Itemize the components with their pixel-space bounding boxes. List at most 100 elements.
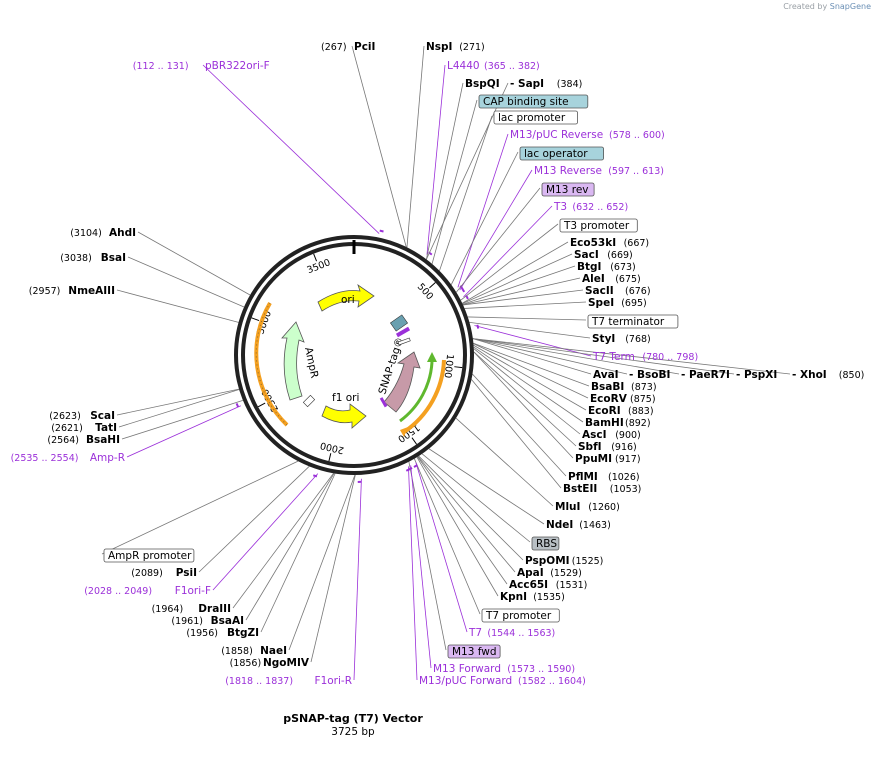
- site-position: (2957): [29, 286, 61, 297]
- feature-box: [531, 536, 560, 551]
- leader-line: [462, 277, 581, 306]
- leader-line: [455, 187, 541, 293]
- feature-box: [447, 644, 501, 659]
- leader-line: [457, 133, 509, 288]
- feature-name: T7 terminator: [591, 316, 665, 328]
- primer-name: F1ori-F: [175, 585, 211, 597]
- site-m13-fwd: M13 fwd: [447, 644, 501, 659]
- leader-line: [116, 388, 240, 416]
- enzyme-name: NdeI: [546, 519, 573, 531]
- site-sacii: SacII(676): [585, 285, 651, 297]
- green-orf-arrowhead: [427, 352, 437, 362]
- enzyme-name: PciI: [354, 41, 375, 53]
- ampr-label: AmpR: [302, 346, 320, 379]
- enzyme-name: SbfI: [578, 441, 602, 453]
- enzyme-name: AleI: [582, 273, 605, 285]
- site-spei: SpeI(695): [588, 297, 647, 309]
- site-t3: T3(632 .. 652): [553, 201, 628, 213]
- leader-line: [353, 478, 362, 681]
- site-apai: ApaI(1529): [517, 567, 582, 579]
- site-ecori: EcoRI(883): [588, 405, 654, 417]
- enzyme-name: KpnI: [500, 591, 527, 603]
- leader-lines: [101, 45, 791, 681]
- site-position: (673): [610, 262, 636, 273]
- ampr-arrow: [281, 321, 305, 401]
- site-position: (2621): [51, 423, 83, 434]
- site-asci: AscI(900): [582, 429, 641, 441]
- enzyme-name: BspQI: [465, 78, 500, 90]
- site-bspqi: BspQI: [465, 78, 500, 90]
- leader-line: [473, 342, 590, 387]
- site-bsabi: BsaBI(873): [591, 381, 657, 393]
- site-bsaai: BsaAI(1961): [171, 615, 244, 627]
- leader-line: [202, 64, 380, 234]
- site-position: (917): [615, 454, 641, 465]
- leader-line: [472, 338, 592, 375]
- site-position: (3038): [60, 253, 92, 264]
- leader-line: [413, 458, 481, 615]
- scale-tick: [328, 453, 332, 462]
- feature-name: RBS: [536, 538, 557, 550]
- leader-line: [472, 338, 791, 375]
- site-position: (1964): [152, 604, 184, 615]
- primer-name: Amp-R: [90, 452, 125, 464]
- leader-line: [471, 379, 562, 489]
- site-position: (2028 .. 2049): [84, 586, 152, 597]
- site-position: (676): [625, 286, 651, 297]
- feature-box: [559, 218, 638, 233]
- ori-arrow: [317, 283, 375, 312]
- enzyme-name: ScaI: [90, 410, 115, 422]
- feature-box: [587, 314, 679, 329]
- site-ecorv: EcoRV(875): [590, 393, 656, 405]
- site-sapi: - SapI(384): [510, 78, 582, 90]
- enzyme-name: PpuMI: [575, 453, 612, 465]
- leader-line: [474, 325, 592, 357]
- leader-line: [415, 462, 468, 633]
- ampr-promoter-mark: [302, 394, 316, 408]
- enzyme-name: BtgI: [577, 261, 601, 273]
- snap-orf-arrowhead: [400, 427, 408, 437]
- enzyme-name: - PaeR7I: [681, 369, 730, 381]
- enzyme-name: EcoRV: [590, 393, 628, 405]
- site-position: (873): [631, 382, 657, 393]
- site-nspi: NspI(271): [426, 41, 485, 53]
- site-position: (850): [839, 370, 865, 381]
- enzyme-name: - SapI: [510, 78, 544, 90]
- leader-line: [406, 45, 425, 248]
- primer-bind-mark: [405, 468, 411, 472]
- leader-line: [245, 473, 335, 621]
- scale-tick: [411, 437, 417, 445]
- site-position: (597 .. 613): [608, 166, 664, 177]
- scale-tick: [257, 402, 266, 408]
- site-naei: NaeI(1858): [221, 645, 287, 657]
- primer-name: M13/pUC Forward: [419, 675, 512, 687]
- leader-line: [459, 169, 533, 291]
- site-position: (883): [628, 406, 654, 417]
- site-f1ori-f: F1ori-F (2028 .. 2049): [84, 585, 211, 597]
- leader-line: [462, 289, 584, 306]
- green-orf-arc: [399, 361, 434, 423]
- site-psii: PsiI(2089): [131, 567, 197, 579]
- enzyme-name: NgoMIV: [263, 657, 310, 669]
- primer-bind-mark: [461, 288, 466, 293]
- leader-line: [288, 474, 356, 651]
- leader-line: [472, 338, 735, 375]
- leader-line: [472, 373, 567, 477]
- feature-arrows: ori AmpR f1 ori SNAP-tag®: [254, 283, 446, 437]
- leader-line: [121, 399, 244, 440]
- site-lac-promoter: lac promoter: [493, 110, 578, 125]
- enzyme-name: NspI: [426, 41, 452, 53]
- site-position: (2535 .. 2554): [11, 453, 79, 464]
- scale-tick-label: 1500: [395, 421, 421, 444]
- enzyme-name: - PspXI: [736, 369, 777, 381]
- site-position: (267): [321, 42, 347, 53]
- site-pspomi: PspOMI(1525): [525, 555, 603, 567]
- site-position: (768): [625, 334, 651, 345]
- site-xhoi: - XhoI(850): [792, 369, 864, 381]
- leader-line: [198, 466, 310, 573]
- site-l4440: L4440(365 .. 382): [447, 60, 540, 72]
- site-t7-terminator: T7 terminator: [587, 314, 679, 329]
- site-position: (1026): [608, 472, 640, 483]
- site-ndei: NdeI(1463): [546, 519, 611, 531]
